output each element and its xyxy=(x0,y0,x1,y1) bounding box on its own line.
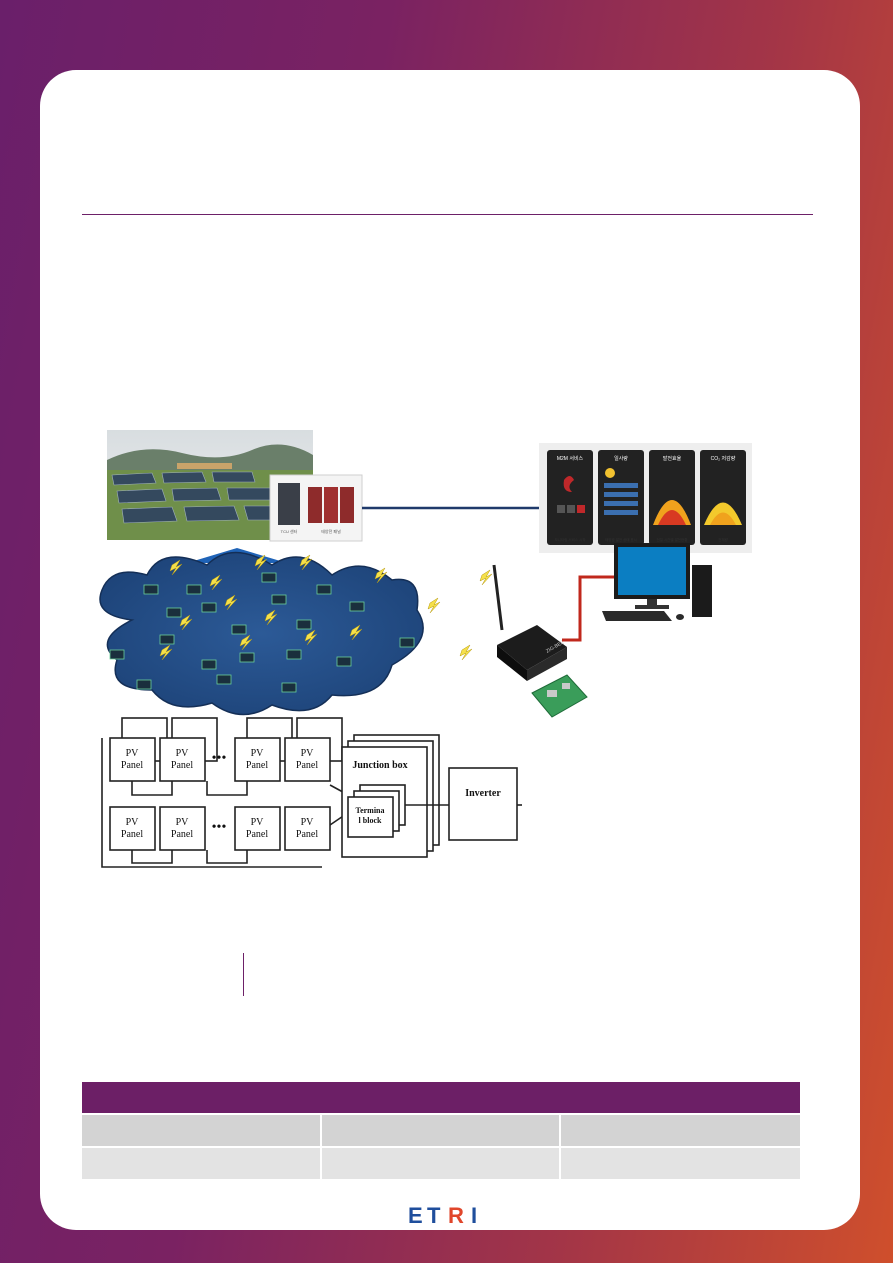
circuit-board xyxy=(531,674,588,718)
table-cell xyxy=(322,1148,559,1179)
svg-text:I: I xyxy=(471,1204,477,1226)
pv-panel-1-label-line2: Panel xyxy=(121,760,143,771)
pv-monitoring-system-figure: TCU 센터 태양전 패널 M2M 서비스 모니터링 서비스 시작 일사량 태양… xyxy=(99,430,752,868)
svg-text:일사량: 일사량 xyxy=(614,455,628,462)
inverter-cabinet-photo: TCU 센터 태양전 패널 xyxy=(269,474,363,542)
pv-panel-6-label-line2: Panel xyxy=(171,829,193,840)
svg-text:CO₂ 저감량: CO₂ 저감량 xyxy=(711,455,736,462)
ellipsis-bottom: ••• xyxy=(212,820,227,835)
pv-panel-6-label-line1: PV xyxy=(176,817,190,828)
table-row xyxy=(82,1115,800,1146)
pv-panel-3-label-line1: PV xyxy=(251,748,265,759)
pv-panel-3-label-line2: Panel xyxy=(246,760,268,771)
spec-table xyxy=(82,1082,800,1179)
app-screen-1: M2M 서비스 모니터링 서비스 시작 xyxy=(547,450,593,545)
svg-text:모니터링 서비스 시작: 모니터링 서비스 시작 xyxy=(555,537,587,542)
svg-text:T: T xyxy=(427,1204,441,1226)
svg-text:발전효율: 발전효율 xyxy=(663,455,682,462)
inverter-label: Inverter xyxy=(465,788,501,799)
table-row xyxy=(82,1148,800,1179)
svg-text:전일 시간별 발전현황: 전일 시간별 발전현황 xyxy=(657,537,689,542)
app-screen-2: 일사량 태양광 발전 상태 표시 xyxy=(598,450,644,545)
table-cell xyxy=(82,1115,320,1146)
pv-panel-5-label-line2: Panel xyxy=(121,829,143,840)
pv-panel-4-label-line1: PV xyxy=(301,748,315,759)
svg-text:M2M 서비스: M2M 서비스 xyxy=(557,455,584,462)
pv-panel-2-label-line1: PV xyxy=(176,748,190,759)
svg-text:태양광 발전 상태 표시: 태양광 발전 상태 표시 xyxy=(605,537,637,542)
desktop-computer xyxy=(602,543,712,621)
table-cell xyxy=(561,1115,800,1146)
pv-panel-2-label-line2: Panel xyxy=(171,760,193,771)
app-screen-4: CO₂ 저감량 전체량 xyxy=(700,450,746,545)
sensor-network-cloud xyxy=(99,551,493,716)
table-header xyxy=(82,1082,800,1113)
station-label-2: 태양전 패널 xyxy=(321,528,341,534)
ellipsis-top: ••• xyxy=(212,751,227,766)
pv-panel-5-label-line1: PV xyxy=(126,817,140,828)
terminal-block-label-line1: Termina xyxy=(355,806,384,815)
svg-text:R: R xyxy=(448,1204,464,1226)
table-cell xyxy=(82,1148,320,1179)
table-cell xyxy=(322,1115,559,1146)
table-cell xyxy=(561,1148,800,1179)
monitoring-app-screens: M2M 서비스 모니터링 서비스 시작 일사량 태양광 발전 상태 표시 발전효… xyxy=(539,443,752,553)
pv-panel-8-label-line2: Panel xyxy=(296,829,318,840)
pv-panel-4-label-line2: Panel xyxy=(296,760,318,771)
pv-wiring-diagram xyxy=(101,717,522,868)
zigbee-gateway: ZIG-BEE xyxy=(492,564,567,681)
station-label-1: TCU 센터 xyxy=(281,528,298,534)
pv-panel-7-label-line1: PV xyxy=(251,817,265,828)
pv-panel-8-label-line1: PV xyxy=(301,817,315,828)
usb-cable xyxy=(562,575,622,642)
svg-text:전체량: 전체량 xyxy=(718,537,728,542)
title-divider xyxy=(82,214,813,215)
etri-logo: E T R I xyxy=(408,1204,477,1226)
pv-panel-7-label-line2: Panel xyxy=(246,829,268,840)
caption-divider xyxy=(243,953,244,996)
pv-panel-1-label-line1: PV xyxy=(126,748,140,759)
terminal-block-label-line2: l block xyxy=(359,816,382,825)
junction-box-label: Junction box xyxy=(352,760,407,771)
svg-text:E: E xyxy=(408,1204,423,1226)
app-screen-3: 발전효율 전일 시간별 발전현황 xyxy=(649,450,695,545)
